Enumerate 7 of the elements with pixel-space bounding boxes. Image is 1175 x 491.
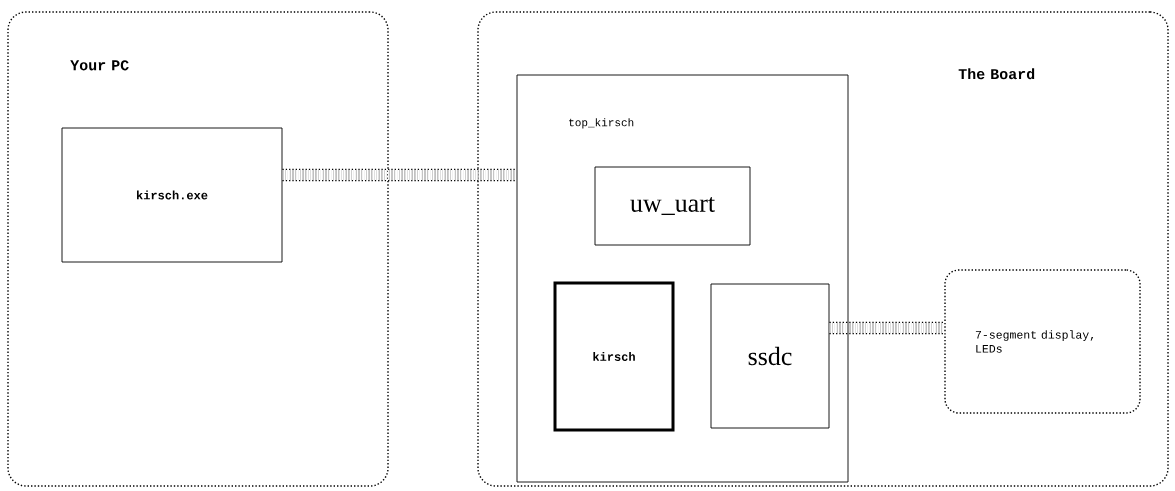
connector-line [282,168,517,182]
module-box: kirsch [553,281,675,432]
module-box: ssdc [710,283,830,429]
module-box: uw_uart [594,166,751,246]
connector-line [829,321,945,335]
program-box: kirsch.exe [61,127,283,263]
output-device-box: 7-segment display, LEDs [944,269,1141,414]
